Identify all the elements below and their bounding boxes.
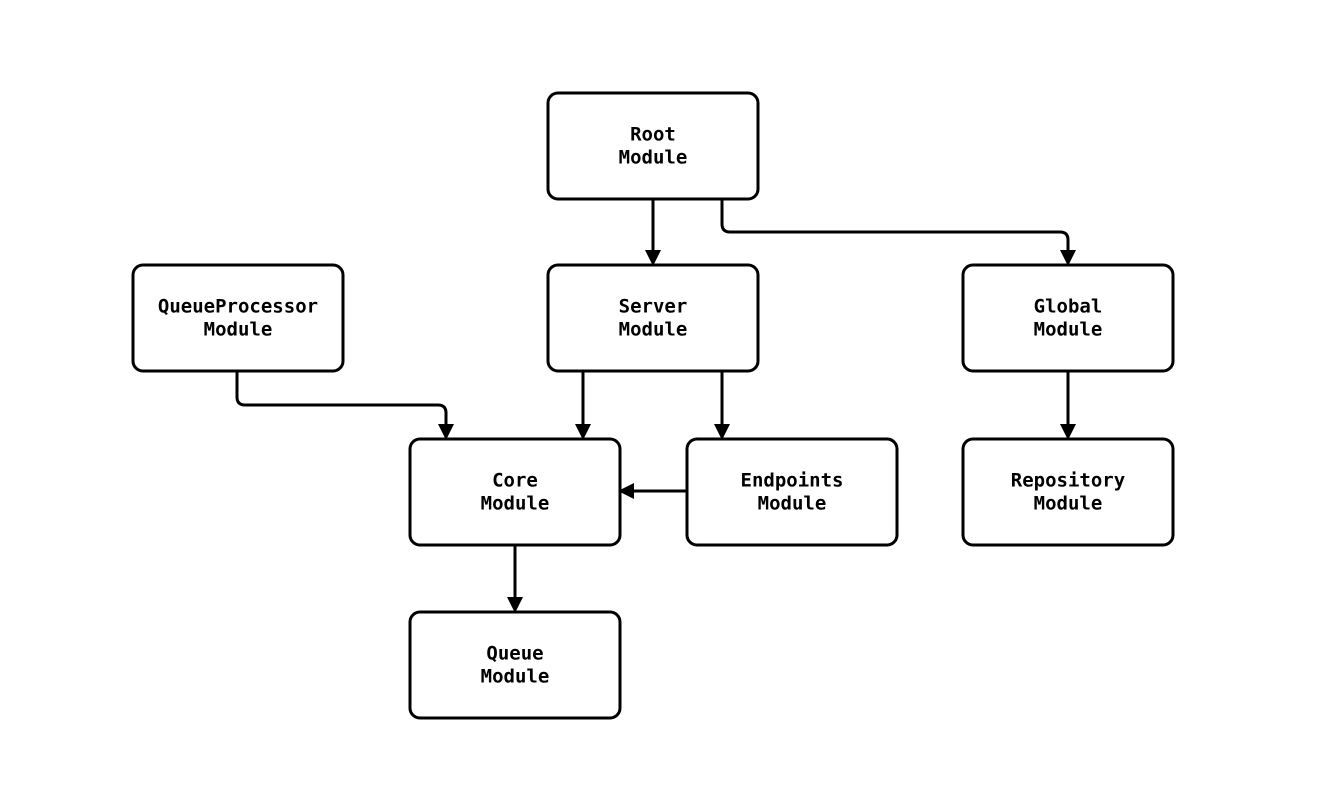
edge-core-to-queue xyxy=(507,545,523,613)
edge-global-to-repository xyxy=(1060,371,1076,440)
node-label-line2: Module xyxy=(481,666,550,688)
node-label-line2: Module xyxy=(204,319,273,341)
node-label-line2: Module xyxy=(1034,319,1103,341)
edge-queueprocessor-to-core xyxy=(235,371,454,440)
node-label-line1: Server xyxy=(619,296,688,318)
node-label-line1: Queue xyxy=(486,643,543,665)
node-label-line1: Root xyxy=(630,124,676,146)
edge-root-to-global xyxy=(720,199,1076,266)
arrowhead-icon xyxy=(438,424,454,440)
arrowhead-icon xyxy=(714,424,730,440)
node-label-line1: Endpoints xyxy=(741,470,844,492)
arrowhead-icon xyxy=(618,483,634,499)
edge-layer xyxy=(235,199,1076,613)
node-box[interactable] xyxy=(546,263,760,373)
arrowhead-icon xyxy=(645,250,661,266)
arrowhead-icon xyxy=(1060,424,1076,440)
edge-root-to-server xyxy=(645,199,661,266)
node-box[interactable] xyxy=(408,610,622,720)
node-label-line1: Core xyxy=(492,470,538,492)
node-layer: RootModuleQueueProcessorModuleServerModu… xyxy=(131,91,1175,720)
edge-server-to-core xyxy=(575,371,591,440)
node-label-line1: Global xyxy=(1034,296,1103,318)
node-label-line2: Module xyxy=(481,493,550,515)
arrowhead-icon xyxy=(575,424,591,440)
arrowhead-icon xyxy=(507,597,523,613)
node-label-line1: Repository xyxy=(1011,470,1125,492)
node-box[interactable] xyxy=(131,263,345,373)
edge-line xyxy=(235,371,448,428)
node-label-line2: Module xyxy=(1034,493,1103,515)
node-box[interactable] xyxy=(685,437,899,547)
edge-server-to-endpoints xyxy=(714,371,730,440)
node-box[interactable] xyxy=(408,437,622,547)
node-label-line2: Module xyxy=(758,493,827,515)
node-label-line1: QueueProcessor xyxy=(158,296,318,318)
node-box[interactable] xyxy=(546,91,760,201)
edge-endpoints-to-core xyxy=(618,483,687,499)
node-label-line2: Module xyxy=(619,319,688,341)
edge-line xyxy=(720,199,1070,254)
arrowhead-icon xyxy=(1060,250,1076,266)
node-box[interactable] xyxy=(961,263,1175,373)
node-box[interactable] xyxy=(961,437,1175,547)
node-label-line2: Module xyxy=(619,147,688,169)
